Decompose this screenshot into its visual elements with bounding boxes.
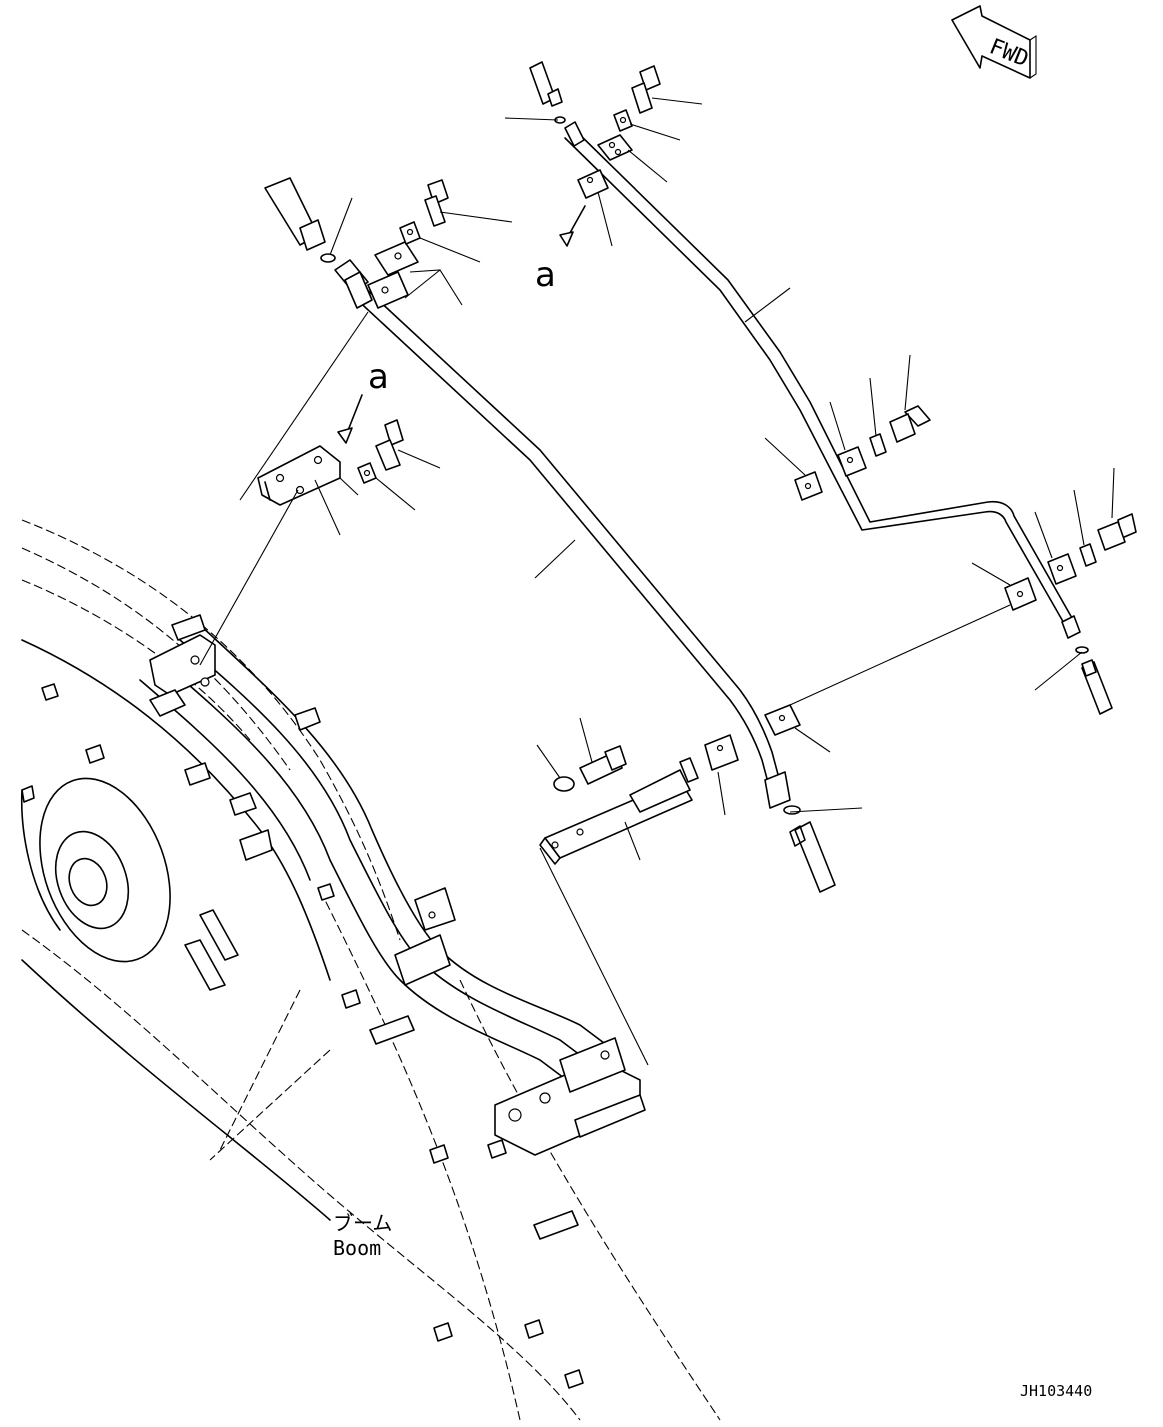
right-pipe-assembly: [504, 61, 1113, 715]
boom-structure: [20, 519, 721, 1421]
right-top-clamp-group: [559, 65, 703, 247]
boom-label-en: Boom: [333, 1236, 381, 1260]
lower-bracket-group: [536, 704, 831, 1066]
callout-a-right: a: [535, 255, 556, 295]
boom-label-jp: ブーム: [333, 1211, 392, 1235]
left-pipe-assembly: [264, 177, 863, 893]
callout-a-left: a: [368, 357, 389, 397]
mid-left-clamp-group: [199, 311, 441, 666]
left-clamp-group: [367, 179, 513, 309]
fwd-arrow-icon: FWD: [951, 5, 1037, 79]
right-mid-clamp-group: [764, 354, 1137, 706]
drawing-id: JH103440: [1020, 1382, 1092, 1400]
